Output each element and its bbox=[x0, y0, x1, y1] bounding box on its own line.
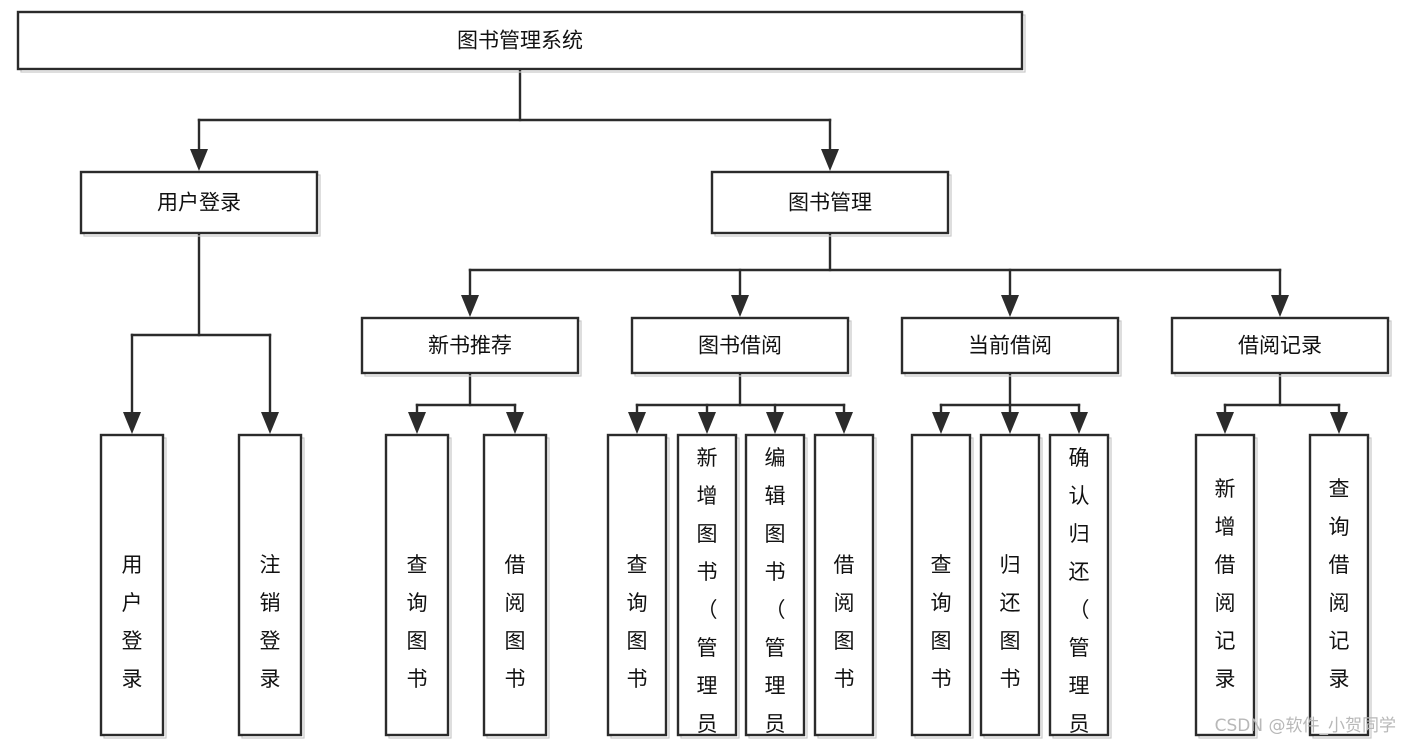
arrow-head-icon bbox=[261, 412, 279, 434]
node-box[interactable] bbox=[79, 170, 319, 235]
node-box[interactable] bbox=[606, 433, 668, 737]
node-box[interactable] bbox=[1170, 316, 1390, 375]
node-box[interactable] bbox=[676, 433, 738, 737]
node-root[interactable]: 图书管理系统 bbox=[16, 10, 1026, 73]
node-return-book[interactable]: 归还图书 bbox=[979, 433, 1043, 739]
node-label: 图书管理系统 bbox=[457, 29, 583, 53]
node-user-logout[interactable]: 注销登录 bbox=[237, 433, 305, 739]
node-borrow-record[interactable]: 借阅记录 bbox=[1170, 316, 1392, 377]
node-current-borrow[interactable]: 当前借阅 bbox=[900, 316, 1122, 377]
node-label: 新书推荐 bbox=[428, 334, 512, 358]
arrow-head-icon bbox=[628, 412, 646, 434]
node-box[interactable] bbox=[482, 433, 548, 737]
node-book-manage[interactable]: 图书管理 bbox=[710, 170, 952, 237]
arrow-head-icon bbox=[461, 295, 479, 317]
arrow-head-icon bbox=[1216, 412, 1234, 434]
node-label: 用户登录 bbox=[122, 553, 143, 691]
arrow-head-icon bbox=[408, 412, 426, 434]
node-label: 归还图书 bbox=[1000, 553, 1021, 691]
node-add-book-admin[interactable]: 新增图书（管理员） bbox=[676, 433, 740, 747]
node-borrow-book-1[interactable]: 借阅图书 bbox=[482, 433, 550, 739]
arrow-head-icon bbox=[506, 412, 524, 434]
arrow-head-icon bbox=[932, 412, 950, 434]
node-label: 查询图书 bbox=[407, 553, 428, 691]
node-borrow-book-2[interactable]: 借阅图书 bbox=[813, 433, 877, 739]
node-label: 图书管理 bbox=[788, 191, 872, 215]
node-query-book-1[interactable]: 查询图书 bbox=[384, 433, 452, 739]
node-box[interactable] bbox=[910, 433, 972, 737]
node-label: 新增借阅记录 bbox=[1215, 477, 1236, 691]
arrow-head-icon bbox=[1001, 295, 1019, 317]
node-label: 借阅图书 bbox=[834, 553, 855, 691]
node-boxes-layer: 图书管理系统用户登录用户登录注销登录图书管理新书推荐查询图书借阅图书图书借阅查询… bbox=[16, 10, 1392, 747]
node-box[interactable] bbox=[900, 316, 1120, 375]
node-query-borrow-record[interactable]: 查询借阅记录 bbox=[1308, 433, 1372, 739]
node-box[interactable] bbox=[813, 433, 875, 737]
node-label: 查询图书 bbox=[931, 553, 952, 691]
node-box[interactable] bbox=[710, 170, 950, 235]
node-box[interactable] bbox=[1194, 433, 1256, 737]
node-label: 注销登录 bbox=[260, 553, 281, 691]
node-new-book-recommend[interactable]: 新书推荐 bbox=[360, 316, 582, 377]
node-label: 用户登录 bbox=[157, 191, 241, 215]
node-confirm-return-admin[interactable]: 确认归还（管理员） bbox=[1048, 433, 1112, 747]
node-edit-book-admin[interactable]: 编辑图书（管理员） bbox=[744, 433, 808, 747]
arrow-head-icon bbox=[1070, 412, 1088, 434]
node-user-login-do[interactable]: 用户登录 bbox=[99, 433, 167, 739]
node-label: 图书借阅 bbox=[698, 334, 782, 358]
arrow-head-icon bbox=[835, 412, 853, 434]
arrow-head-icon bbox=[731, 295, 749, 317]
node-label: 编辑图书（管理员） bbox=[765, 446, 786, 747]
node-box[interactable] bbox=[237, 433, 303, 737]
node-box[interactable] bbox=[99, 433, 165, 737]
arrow-head-icon bbox=[1001, 412, 1019, 434]
arrow-head-icon bbox=[190, 149, 208, 171]
arrow-head-icon bbox=[766, 412, 784, 434]
node-box[interactable] bbox=[630, 316, 850, 375]
node-box[interactable] bbox=[1048, 433, 1110, 737]
arrow-head-icon bbox=[1271, 295, 1289, 317]
node-label: 确认归还（管理员） bbox=[1069, 446, 1090, 747]
node-user-login[interactable]: 用户登录 bbox=[79, 170, 321, 237]
connector-lines-layer bbox=[123, 67, 1348, 434]
node-label: 查询图书 bbox=[627, 553, 648, 691]
node-box[interactable] bbox=[1308, 433, 1370, 737]
node-label: 查询借阅记录 bbox=[1329, 477, 1350, 691]
arrow-head-icon bbox=[1330, 412, 1348, 434]
node-add-borrow-record[interactable]: 新增借阅记录 bbox=[1194, 433, 1258, 739]
node-box[interactable] bbox=[16, 10, 1024, 71]
arrow-head-icon bbox=[698, 412, 716, 434]
node-box[interactable] bbox=[744, 433, 806, 737]
node-label: 借阅图书 bbox=[505, 553, 526, 691]
node-query-book-3[interactable]: 查询图书 bbox=[910, 433, 974, 739]
node-label: 借阅记录 bbox=[1238, 334, 1322, 358]
arrow-head-icon bbox=[821, 149, 839, 171]
node-label: 当前借阅 bbox=[968, 334, 1052, 358]
arrow-head-icon bbox=[123, 412, 141, 434]
node-book-borrow[interactable]: 图书借阅 bbox=[630, 316, 852, 377]
node-query-book-2[interactable]: 查询图书 bbox=[606, 433, 670, 739]
node-box[interactable] bbox=[384, 433, 450, 737]
node-box[interactable] bbox=[979, 433, 1041, 737]
node-label: 新增图书（管理员） bbox=[697, 446, 718, 747]
watermark-label: CSDN @软件_小贺同学 bbox=[1215, 716, 1396, 736]
node-box[interactable] bbox=[360, 316, 580, 375]
